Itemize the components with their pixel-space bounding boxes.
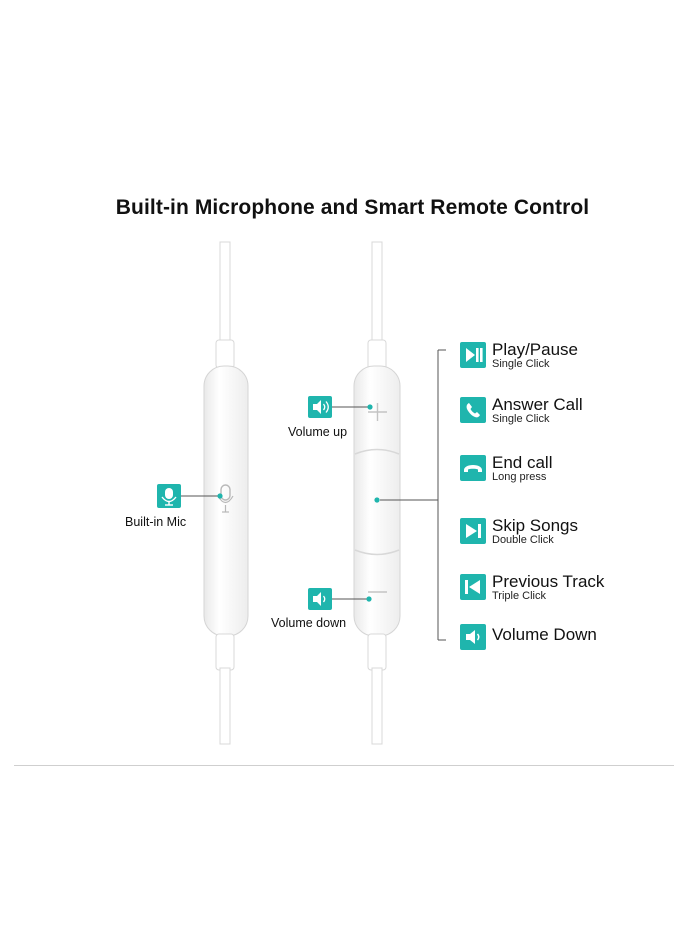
volume-up-badge-icon bbox=[308, 396, 332, 418]
mic-earphone-cable bbox=[203, 241, 249, 745]
mic-badge-icon bbox=[157, 484, 181, 508]
volume-down-badge-icon bbox=[308, 588, 332, 610]
phone-hangup-icon bbox=[460, 455, 486, 481]
function-action: Single Click bbox=[492, 358, 550, 370]
skip-next-icon bbox=[460, 518, 486, 544]
remote-control-cable bbox=[353, 241, 401, 745]
volume-up-label: Volume up bbox=[288, 425, 348, 439]
function-name: Play/Pause bbox=[492, 340, 578, 359]
sound-wave-icon bbox=[93, 387, 286, 503]
function-action: Triple Click bbox=[492, 590, 546, 602]
play-pause-icon bbox=[460, 342, 486, 368]
function-action: Single Click bbox=[492, 413, 550, 425]
function-action: Long press bbox=[492, 471, 547, 483]
function-name: Volume Down bbox=[492, 625, 597, 644]
built-in-mic-label: Built-in Mic bbox=[125, 515, 187, 529]
speaker-low-icon bbox=[460, 624, 486, 650]
divider bbox=[14, 765, 674, 766]
volume-down-label: Volume down bbox=[271, 616, 347, 630]
skip-previous-icon bbox=[460, 574, 486, 600]
function-name: Previous Track bbox=[492, 572, 605, 591]
phone-answer-icon bbox=[460, 397, 486, 423]
function-name: Skip Songs bbox=[492, 516, 578, 535]
function-action: Double Click bbox=[492, 534, 554, 546]
diagram-title: Built-in Microphone and Smart Remote Con… bbox=[115, 196, 590, 219]
function-name: Answer Call bbox=[492, 395, 583, 414]
function-name: End call bbox=[492, 453, 553, 472]
